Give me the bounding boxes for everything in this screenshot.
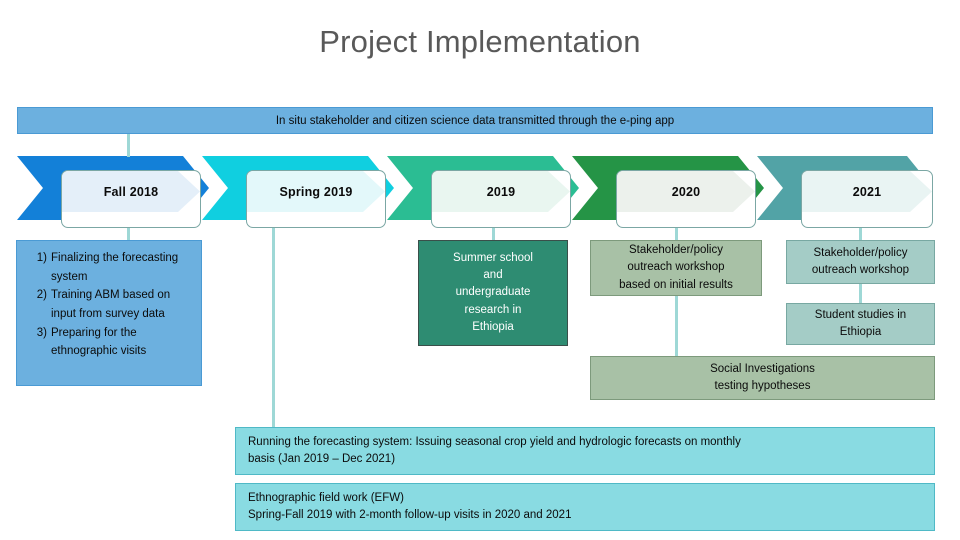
box-line: Stakeholder/policy [629,244,723,257]
box-fall-2018-tasks: Finalizing the forecasting system Traini… [16,240,202,386]
connector-2019-to-summer [492,228,495,241]
list-item: Finalizing the forecasting system [25,249,179,283]
timeline-row: Fall 2018 Spring 2019 2019 2020 [17,156,933,228]
timeline-stage-2020[interactable]: 2020 [572,156,764,228]
timeline-label-2021: 2021 [852,184,882,199]
timeline-stage-2019[interactable]: 2019 [387,156,579,228]
connector-banner-to-fall2018 [127,134,130,157]
timeline-stage-2021[interactable]: 2021 [757,156,933,228]
box-line: outreach workshop [811,264,910,276]
box-line: Ethiopia [839,326,882,338]
card-chevron-tint-2019 [432,171,570,212]
box-line: basis (Jan 2019 – Dec 2021) [248,453,396,465]
box-line: Ethiopia [472,320,514,333]
timeline-label-spring-2019: Spring 2019 [279,184,353,199]
box-stakeholder-outreach-2020: Stakeholder/policy outreach workshop bas… [590,240,762,296]
top-banner-label: In situ stakeholder and citizen science … [275,114,675,127]
connector-stakeholder2020-to-social [675,296,678,357]
box-line: Spring-Fall 2019 with 2-month follow-up … [248,509,572,521]
timeline-stage-spring-2019[interactable]: Spring 2019 [202,156,394,228]
top-banner: In situ stakeholder and citizen science … [17,107,933,134]
card-chevron-tint-2020 [617,171,755,212]
timeline-card-spring-2019[interactable]: Spring 2019 [246,170,386,228]
fall-2018-task-list: Finalizing the forecasting system Traini… [25,249,191,361]
timeline-card-fall-2018[interactable]: Fall 2018 [61,170,201,228]
box-line: based on initial results [619,278,733,291]
connector-2021-to-stakeholder [859,228,862,241]
box-line: Running the forecasting system: Issuing … [248,435,741,448]
timeline-label-fall-2018: Fall 2018 [103,184,159,199]
box-line: research in [464,303,522,316]
card-chevron-tint-fall-2018 [62,171,200,212]
list-item: Training ABM based on input from survey … [25,286,171,320]
box-line: testing hypotheses [714,380,811,392]
connector-2020-to-stakeholder [675,228,678,241]
card-chevron-tint-2021 [802,171,932,212]
timeline-stage-fall-2018[interactable]: Fall 2018 [17,156,209,228]
box-stakeholder-outreach-2021: Stakeholder/policy outreach workshop [786,240,935,284]
box-summer-school: Summer school and undergraduate research… [418,240,568,346]
box-running-forecasting-system: Running the forecasting system: Issuing … [235,427,935,475]
box-ethnographic-field-work: Ethnographic field work (EFW) Spring-Fal… [235,483,935,531]
connector-fall2018-to-box [127,228,130,241]
box-line: Student studies in [814,308,907,321]
box-line: and [483,269,503,282]
card-chevron-tint-spring-2019 [247,171,385,212]
timeline-card-2019[interactable]: 2019 [431,170,571,228]
connector-stakeholder2021-to-student [859,284,862,304]
timeline-label-2020: 2020 [671,184,701,199]
page-title: Project Implementation [319,24,641,59]
timeline-card-2021[interactable]: 2021 [801,170,933,228]
box-line: Summer school [453,251,533,264]
timeline-card-2020[interactable]: 2020 [616,170,756,228]
box-line: Stakeholder/policy [813,246,908,259]
connector-spring2019-to-running [272,228,275,428]
list-item: Preparing for the ethnographic visits [25,324,147,358]
box-line: undergraduate [455,286,531,299]
box-line: outreach workshop [627,261,725,274]
box-student-studies: Student studies in Ethiopia [786,303,935,345]
box-line: Ethnographic field work (EFW) [248,491,404,504]
box-line: Social Investigations [710,362,815,375]
timeline-label-2019: 2019 [486,184,516,199]
box-social-investigations: Social Investigations testing hypotheses [590,356,935,400]
